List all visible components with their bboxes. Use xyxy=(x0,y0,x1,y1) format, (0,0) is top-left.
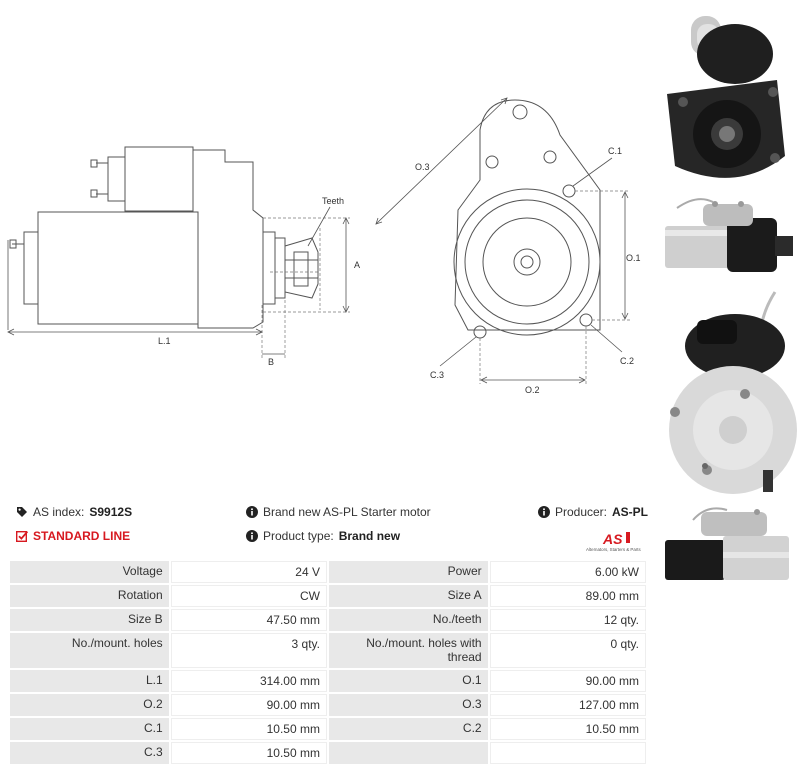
solenoid-body xyxy=(124,146,194,212)
product-photo-top[interactable] xyxy=(657,502,800,587)
spec-value: 6.00 kW xyxy=(489,561,646,583)
spec-label: C.3 xyxy=(10,742,169,764)
product-photo-rear[interactable] xyxy=(657,290,800,495)
table-row: C.1 10.50 mm C.2 10.50 mm xyxy=(10,718,646,740)
as-index-value: S9912S xyxy=(89,505,133,519)
info-row-2: STANDARD LINE Product type: Brand new xyxy=(10,529,650,547)
spec-value: 12 qty. xyxy=(489,609,646,631)
as-index-label: AS index: xyxy=(33,505,85,519)
spec-value xyxy=(489,742,646,764)
technical-drawing: Teeth A B L.1 xyxy=(7,97,641,395)
table-row: C.3 10.50 mm xyxy=(10,742,646,764)
spec-label: Voltage xyxy=(10,561,169,583)
description-text: Brand new AS-PL Starter motor xyxy=(263,505,431,519)
standard-line: STANDARD LINE xyxy=(16,529,130,543)
info-icon xyxy=(246,530,258,542)
dim-c1-label: C.1 xyxy=(608,146,622,156)
spec-label: No./teeth xyxy=(328,609,488,631)
product-photo-gallery xyxy=(657,0,800,766)
dim-o2-label: O.2 xyxy=(525,385,540,395)
starter-motor-diagram: Teeth A B L.1 xyxy=(7,97,641,395)
table-row: No./mount. holes 3 qty. No./mount. holes… xyxy=(10,633,646,668)
spec-label: Size B xyxy=(10,609,169,631)
spec-label: O.2 xyxy=(10,694,169,716)
as-index: AS index: S9912S xyxy=(16,505,132,519)
producer-label: Producer: xyxy=(554,505,607,519)
dim-c3-label: C.3 xyxy=(430,370,444,380)
logo-tagline: Alternators, Starters & Parts xyxy=(586,547,641,552)
spec-label: No./mount. holes with thread xyxy=(328,633,488,668)
table-row: Size B 47.50 mm No./teeth 12 qty. xyxy=(10,609,646,631)
info-row-1: AS index: S9912S Brand new AS-PL Starter… xyxy=(10,505,650,523)
product-type-label: Product type: xyxy=(263,529,334,543)
dim-b-label: B xyxy=(268,357,274,367)
spec-value: 3 qty. xyxy=(170,633,327,668)
tag-icon xyxy=(17,507,27,517)
producer-value: AS-PL xyxy=(612,505,648,519)
spec-label: O.3 xyxy=(328,694,488,716)
as-pl-logo: AS Alternators, Starters & Parts xyxy=(583,531,649,553)
checkbox-icon xyxy=(16,531,28,542)
description: Brand new AS-PL Starter motor xyxy=(246,505,431,519)
table-row: Voltage 24 V Power 6.00 kW xyxy=(10,561,646,583)
dim-l1-label: L.1 xyxy=(158,336,171,346)
spec-label: No./mount. holes xyxy=(10,633,169,668)
spec-value: 10.50 mm xyxy=(170,742,327,764)
drive-housing xyxy=(192,149,264,329)
spec-label: L.1 xyxy=(10,670,169,692)
spec-value: 10.50 mm xyxy=(170,718,327,740)
spec-value: 90.00 mm xyxy=(489,670,646,692)
spec-label: O.1 xyxy=(328,670,488,692)
spec-value: 10.50 mm xyxy=(489,718,646,740)
spec-value: 89.00 mm xyxy=(489,585,646,607)
spec-value: 24 V xyxy=(170,561,327,583)
dim-c2-label: C.2 xyxy=(620,356,634,366)
product-photo-side[interactable] xyxy=(657,190,800,280)
hole-c3 xyxy=(473,325,487,339)
flange-outer-circle xyxy=(453,188,601,336)
teeth-label: Teeth xyxy=(322,196,344,206)
product-photo-front[interactable] xyxy=(657,6,800,186)
spec-value: 314.00 mm xyxy=(170,670,327,692)
spec-value: CW xyxy=(170,585,327,607)
product-type: Product type: Brand new xyxy=(246,529,400,543)
spec-value: 127.00 mm xyxy=(489,694,646,716)
hole-c2 xyxy=(579,313,593,327)
spec-value: 90.00 mm xyxy=(170,694,327,716)
product-info: AS index: S9912S Brand new AS-PL Starter… xyxy=(10,503,650,555)
dim-o1-label: O.1 xyxy=(626,253,641,263)
specifications-table: Voltage 24 V Power 6.00 kW Rotation CW S… xyxy=(8,559,648,766)
spec-label xyxy=(328,742,488,764)
standard-line-label: STANDARD LINE xyxy=(33,529,131,543)
product-type-value: Brand new xyxy=(338,529,401,543)
spec-label: Rotation xyxy=(10,585,169,607)
spec-label: C.2 xyxy=(328,718,488,740)
dim-a-label: A xyxy=(354,260,360,270)
spec-value: 0 qty. xyxy=(489,633,646,668)
spec-label: Size A xyxy=(328,585,488,607)
spec-label: C.1 xyxy=(10,718,169,740)
logo-text: AS xyxy=(602,531,623,547)
dim-o3-label: O.3 xyxy=(415,162,430,172)
table-row: L.1 314.00 mm O.1 90.00 mm xyxy=(10,670,646,692)
table-row: O.2 90.00 mm O.3 127.00 mm xyxy=(10,694,646,716)
producer: Producer: AS-PL xyxy=(537,505,648,519)
spec-value: 47.50 mm xyxy=(170,609,327,631)
table-row: Rotation CW Size A 89.00 mm xyxy=(10,585,646,607)
spec-label: Power xyxy=(328,561,488,583)
hole-c1 xyxy=(562,184,576,198)
info-icon xyxy=(246,506,258,518)
mounting-flange xyxy=(454,99,601,331)
motor-body xyxy=(37,211,199,325)
info-icon xyxy=(537,506,550,518)
